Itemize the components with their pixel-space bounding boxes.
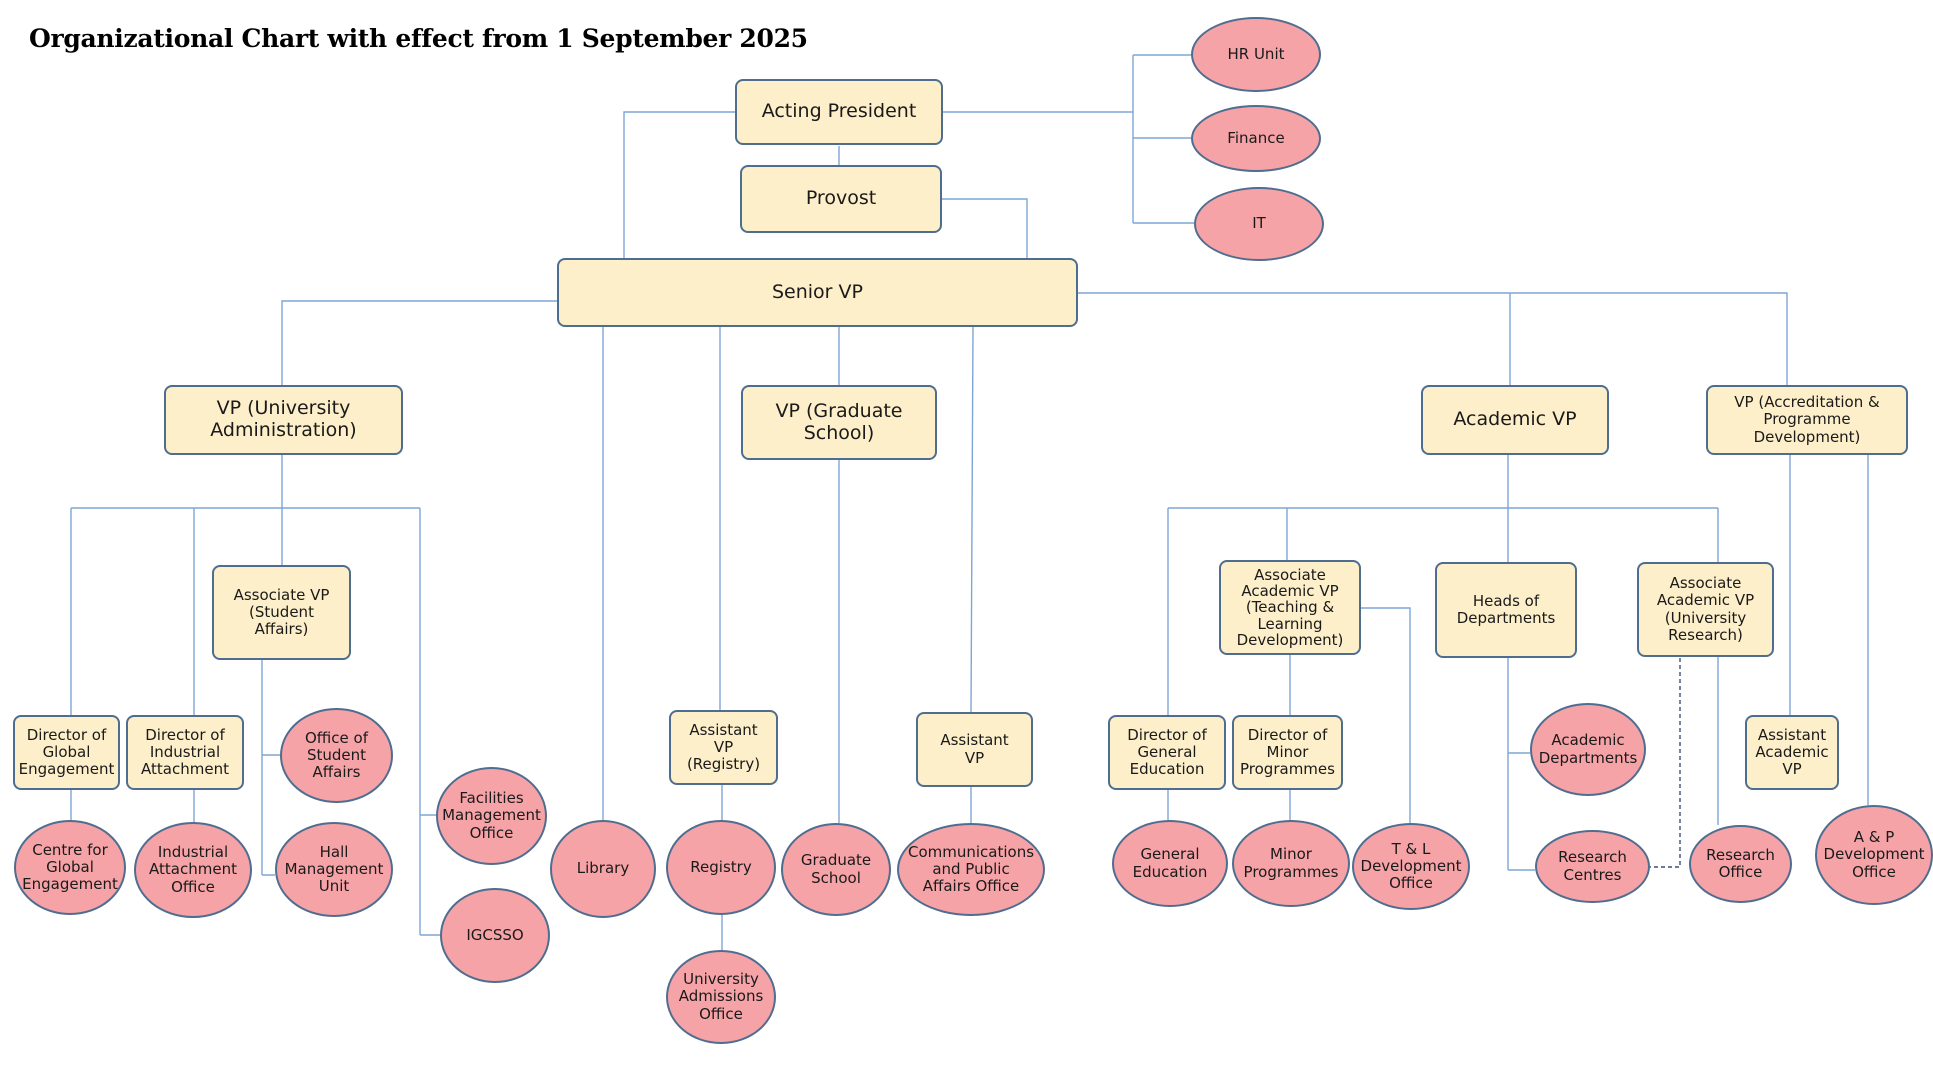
facilities-management-office-oval: Facilities Management Office <box>436 767 547 865</box>
university-admissions-office-oval: University Admissions Office <box>666 950 776 1044</box>
senior-vp-box: Senior VP <box>557 258 1078 327</box>
provost-box: Provost <box>740 165 942 233</box>
minor-programmes-oval: Minor Programmes <box>1232 820 1350 907</box>
connector-accreditation <box>1789 455 1869 805</box>
associate-academic-vp-tld-box: Associate Academic VP (Teaching & Learni… <box>1219 560 1361 655</box>
registry-oval: Registry <box>666 820 776 915</box>
library-oval: Library <box>550 820 656 918</box>
connector-president-seniorvp <box>623 111 735 258</box>
connector-seniorvp-academic <box>1078 292 1788 385</box>
acting-president-box: Acting President <box>735 79 943 145</box>
general-education-oval: General Education <box>1112 820 1228 907</box>
igcsso-oval: IGCSSO <box>440 888 550 983</box>
heads-of-departments-box: Heads of Departments <box>1435 562 1577 658</box>
communications-public-affairs-office-oval: Communications and Public Affairs Office <box>897 823 1045 916</box>
academic-departments-oval: Academic Departments <box>1530 703 1646 796</box>
hall-management-unit-oval: Hall Management Unit <box>275 822 393 917</box>
hr-unit-oval: HR Unit <box>1191 17 1321 92</box>
associate-academic-vp-research-box: Associate Academic VP (University Resear… <box>1637 562 1774 657</box>
finance-oval: Finance <box>1191 105 1321 172</box>
connector-seniorvp-vpadmin <box>281 300 557 385</box>
connector-studentaffairs <box>261 660 280 876</box>
connector-vpadmin-bus <box>70 455 420 715</box>
it-oval: IT <box>1194 187 1324 261</box>
connector-president-support <box>943 54 1194 224</box>
connector-academicvp-bus <box>1167 455 1719 715</box>
vp-university-administration-box: VP (University Administration) <box>164 385 403 455</box>
chart-title: Organizational Chart with effect from 1 … <box>29 24 808 53</box>
associate-vp-student-affairs-box: Associate VP (Student Affairs) <box>212 565 351 660</box>
research-office-oval: Research Office <box>1689 825 1792 903</box>
director-general-education-box: Director of General Education <box>1108 715 1226 790</box>
assistant-vp-comms-box: Assistant VP <box>916 712 1033 787</box>
tl-development-office-oval: T & L Development Office <box>1352 823 1470 910</box>
office-student-affairs-oval: Office of Student Affairs <box>280 708 393 803</box>
director-global-engagement-box: Director of Global Engagement <box>13 715 120 790</box>
connector-vpadmin-facilities <box>419 508 440 936</box>
dotted-connector-research-centres <box>1650 658 1681 868</box>
vp-graduate-school-box: VP (Graduate School) <box>741 385 937 460</box>
connector-hods <box>1507 658 1535 871</box>
connector-seniorvp-comms <box>970 326 974 713</box>
director-minor-programmes-box: Director of Minor Programmes <box>1232 715 1343 790</box>
director-industrial-attachment-box: Director of Industrial Attachment <box>126 715 244 790</box>
centre-global-engagement-oval: Centre for Global Engagement <box>14 820 126 915</box>
assistant-vp-registry-box: Assistant VP (Registry) <box>669 710 778 785</box>
graduate-school-oval: Graduate School <box>781 823 891 916</box>
research-centres-oval: Research Centres <box>1535 830 1650 903</box>
vp-accreditation-box: VP (Accreditation & Programme Developmen… <box>1706 385 1908 455</box>
ap-development-office-oval: A & P Development Office <box>1815 805 1933 905</box>
academic-vp-box: Academic VP <box>1421 385 1609 455</box>
assistant-academic-vp-box: Assistant Academic VP <box>1745 715 1839 790</box>
industrial-attachment-office-oval: Industrial Attachment Office <box>134 822 252 918</box>
connector-tld <box>1289 607 1411 823</box>
connector-provost-seniorvp <box>942 198 1028 260</box>
